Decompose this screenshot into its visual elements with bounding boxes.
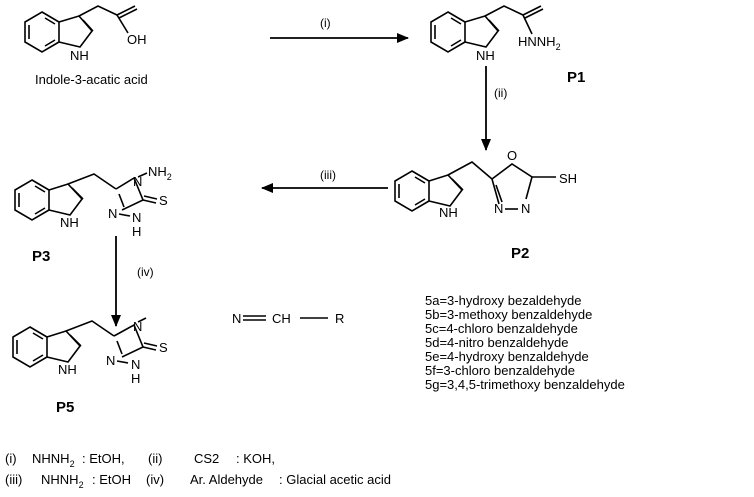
key-item: 5e=4-hydroxy benzaldehyde xyxy=(425,349,589,364)
condition-ii-reagent: CS2 xyxy=(194,451,219,466)
p1-structure xyxy=(430,5,544,53)
condition-iii-label: (iii) xyxy=(5,472,22,487)
condition-iv-solvent: : Glacial acetic acid xyxy=(279,472,391,487)
start-nh-label: NH xyxy=(70,48,89,63)
key-item: 5a=3-hydroxy bezaldehyde xyxy=(425,293,581,308)
key-item: 5d=4-nitro benzaldehyde xyxy=(425,335,568,350)
condition-iv-reagent: Ar. Aldehyde xyxy=(190,472,263,487)
p5-n1-label: N xyxy=(106,353,115,368)
p2-nh-label: NH xyxy=(439,205,458,220)
p5-imine-n-label: N xyxy=(232,311,241,326)
condition-iii-reagent: NHNH2 xyxy=(41,472,84,490)
compound-p5-label: P5 xyxy=(56,399,74,416)
compound-p1-label: P1 xyxy=(567,69,585,86)
p5-r-label: R xyxy=(335,311,344,326)
p5-nh-label: NH xyxy=(58,362,77,377)
p5-nn-bond xyxy=(116,360,129,364)
step-ii-label: (ii) xyxy=(494,86,507,100)
p2-sh-label: SH xyxy=(559,171,577,186)
p3-nn-bond xyxy=(118,213,131,217)
compound-p3-label: P3 xyxy=(32,248,50,265)
p3-structure xyxy=(14,172,158,221)
condition-iii-solvent: : EtOH xyxy=(92,472,131,487)
condition-iv-label: (iv) xyxy=(146,472,164,487)
compound-p2-label: P2 xyxy=(511,245,529,262)
start-caption: Indole-3-acatic acid xyxy=(35,72,148,87)
start-oh-label: OH xyxy=(127,32,147,47)
condition-i-solvent: : EtOH, xyxy=(82,451,125,466)
condition-i-label: (i) xyxy=(5,451,17,466)
step-i-label: (i) xyxy=(320,16,331,30)
p5-structure xyxy=(12,315,328,368)
condition-ii-label: (ii) xyxy=(148,451,162,466)
p3-s-label: S xyxy=(159,193,168,208)
key-item: 5c=4-chloro benzaldehyde xyxy=(425,321,578,336)
p5-n2h-label: H xyxy=(131,371,140,386)
p2-o-label: O xyxy=(507,148,517,163)
key-item: 5g=3,4,5-trimethoxy benzaldehyde xyxy=(425,377,625,392)
substituent-key: 5a=3-hydroxy bezaldehyde 5b=3-methoxy be… xyxy=(425,293,625,392)
condition-i-reagent: NHNH2 xyxy=(32,451,75,469)
p2-n-left-label: N xyxy=(494,201,503,216)
p3-nh-label: NH xyxy=(60,215,79,230)
key-item: 5b=3-methoxy benzaldehyde xyxy=(425,307,592,322)
p5-n4-label: N xyxy=(133,319,142,334)
step-iii-label: (iii) xyxy=(320,168,336,182)
p3-n2h-label: H xyxy=(132,224,141,239)
step-iv-label: (iv) xyxy=(137,265,154,279)
p3-n4-label: N xyxy=(133,174,142,189)
p3-nh2-label: NH2 xyxy=(148,164,172,182)
p1-nh-label: NH xyxy=(476,48,495,63)
key-item: 5f=3-chloro benzaldehyde xyxy=(425,363,575,378)
p3-n1-label: N xyxy=(108,206,117,221)
p3-n2-label: N xyxy=(132,210,141,225)
reaction-conditions: (i) NHNH2 : EtOH, (ii) CS2 : KOH, (iii) … xyxy=(5,451,391,490)
condition-ii-solvent: : KOH, xyxy=(236,451,275,466)
p2-n-right-label: N xyxy=(521,201,530,216)
p5-n2-label: N xyxy=(131,357,140,372)
indole-acetic-acid-structure xyxy=(24,5,138,53)
p5-s-label: S xyxy=(159,340,168,355)
p1-hydrazide-label: HNNH2 xyxy=(518,34,561,52)
p5-imine-ch-label: CH xyxy=(272,311,291,326)
p2-structure xyxy=(394,161,556,212)
